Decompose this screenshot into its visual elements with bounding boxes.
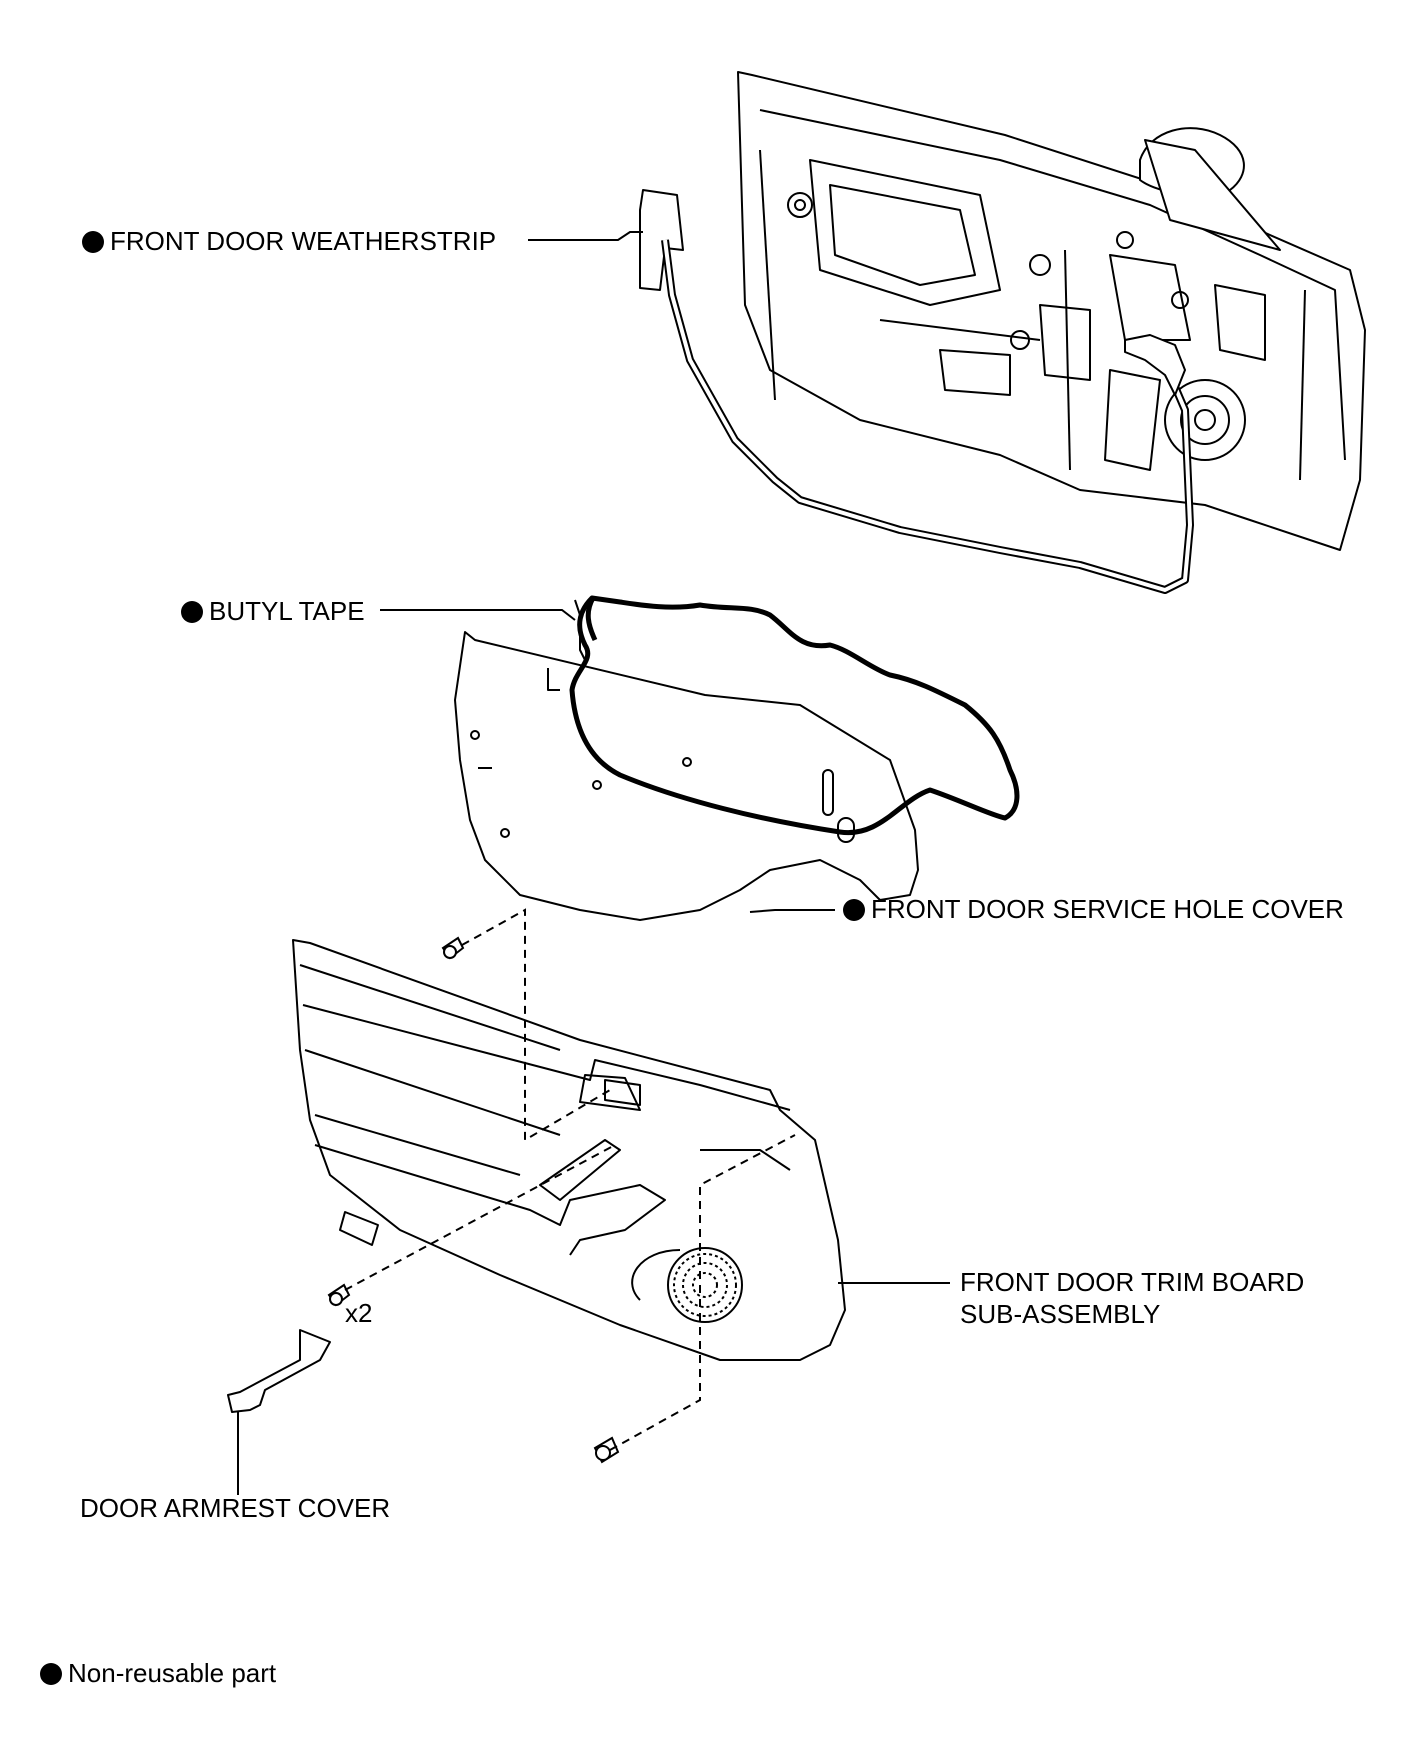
- clip-count-label: x2: [345, 1298, 373, 1328]
- non-reusable-marker-icon: [82, 231, 104, 253]
- legend: Non-reusable part: [40, 1657, 276, 1689]
- service-hole-cover-label: FRONT DOOR SERVICE HOLE COVER: [843, 893, 1344, 925]
- assembly-lines: [344, 908, 796, 1451]
- butyl-tape-label: BUTYL TAPE: [181, 595, 365, 627]
- butyl-tape-label-text: BUTYL TAPE: [209, 596, 365, 626]
- service-hole-cover-part: [454, 595, 1020, 921]
- screw-top: [441, 936, 465, 960]
- non-reusable-marker-icon: [843, 899, 865, 921]
- weatherstrip-label-text: FRONT DOOR WEATHERSTRIP: [110, 226, 497, 256]
- legend-text: Non-reusable part: [68, 1658, 277, 1688]
- trim-board-label-line1: FRONT DOOR TRIM BOARD: [960, 1267, 1305, 1297]
- clip-bottom: [593, 1436, 620, 1464]
- leader-lines: [237, 231, 950, 1495]
- trim-board-part: [292, 939, 846, 1361]
- service-hole-cover-label-text: FRONT DOOR SERVICE HOLE COVER: [871, 894, 1344, 924]
- non-reusable-marker-icon: [40, 1663, 62, 1685]
- trim-board-label-line2: SUB-ASSEMBLY: [960, 1299, 1161, 1329]
- non-reusable-marker-icon: [181, 601, 203, 623]
- armrest-cover-label: DOOR ARMREST COVER: [80, 1493, 391, 1523]
- weatherstrip-label: FRONT DOOR WEATHERSTRIP: [82, 225, 496, 257]
- screw-x2: [327, 1283, 351, 1307]
- trim-board-label: FRONT DOOR TRIM BOARD SUB-ASSEMBLY: [960, 1266, 1304, 1330]
- weatherstrip-part: [639, 189, 1194, 594]
- door-inner-panel: [737, 71, 1366, 551]
- armrest-cover-part: [227, 1329, 331, 1413]
